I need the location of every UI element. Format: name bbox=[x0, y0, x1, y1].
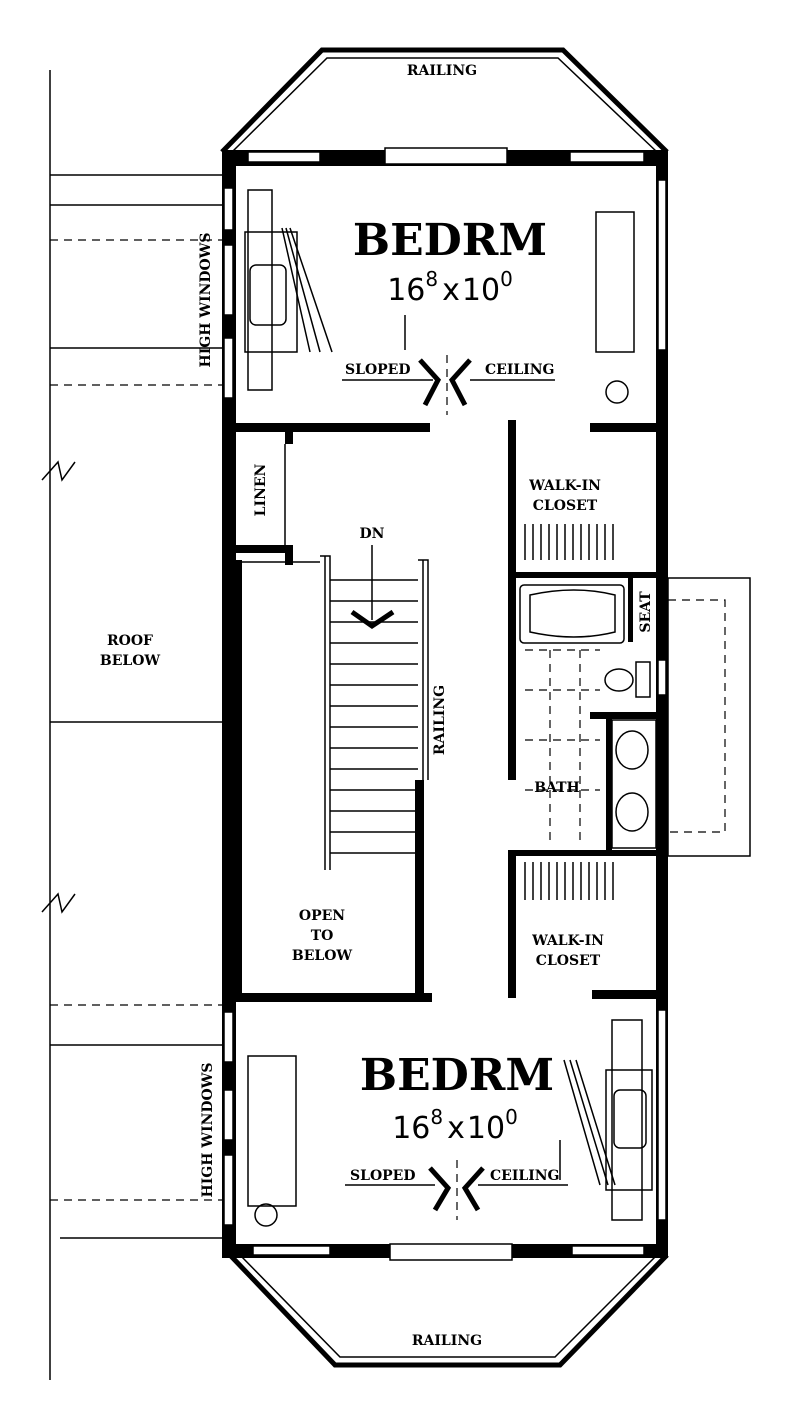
closet-top-line2: CLOSET bbox=[533, 498, 598, 514]
roof-below-line1: ROOF bbox=[107, 633, 153, 649]
sloped-label-top: SLOPED bbox=[345, 362, 411, 378]
ceiling-label-bottom: CEILING bbox=[490, 1168, 560, 1184]
linen-label: LINEN bbox=[253, 463, 269, 516]
bath-label: BATH bbox=[534, 780, 580, 796]
ceiling-label-top: CEILING bbox=[485, 362, 555, 378]
furniture bbox=[244, 189, 657, 1227]
closet-top-line1: WALK-IN bbox=[528, 478, 601, 494]
open-to-below-line1: OPEN bbox=[299, 908, 345, 924]
roof-lines bbox=[41, 70, 751, 1380]
high-windows-top: HIGH WINDOWS bbox=[198, 232, 214, 367]
open-to-below-line2: TO bbox=[311, 928, 334, 944]
bottom-railing-label: RAILING bbox=[412, 1333, 482, 1349]
seat-label: SEAT bbox=[638, 591, 654, 633]
ceiling-markers bbox=[342, 315, 568, 1220]
exterior-walls bbox=[222, 147, 668, 1261]
open-to-below-line3: BELOW bbox=[292, 948, 353, 964]
closet-bottom-line2: CLOSET bbox=[536, 953, 601, 969]
roof-below-line2: BELOW bbox=[100, 653, 161, 669]
bottom-balcony bbox=[228, 1253, 669, 1368]
bedroom-bottom-title: BEDRM bbox=[360, 1050, 554, 1101]
stair-railing-label: RAILING bbox=[432, 685, 448, 755]
stair-dn-label: DN bbox=[360, 526, 385, 542]
top-balcony bbox=[220, 47, 669, 154]
sloped-label-bottom: SLOPED bbox=[350, 1168, 416, 1184]
interior-walls bbox=[236, 420, 660, 1002]
bedroom-top-title: BEDRM bbox=[353, 215, 547, 266]
staircase bbox=[320, 545, 429, 870]
high-windows-bottom: HIGH WINDOWS bbox=[200, 1062, 216, 1197]
top-railing-label: RAILING bbox=[407, 63, 477, 79]
closet-bottom-line1: WALK-IN bbox=[531, 933, 604, 949]
